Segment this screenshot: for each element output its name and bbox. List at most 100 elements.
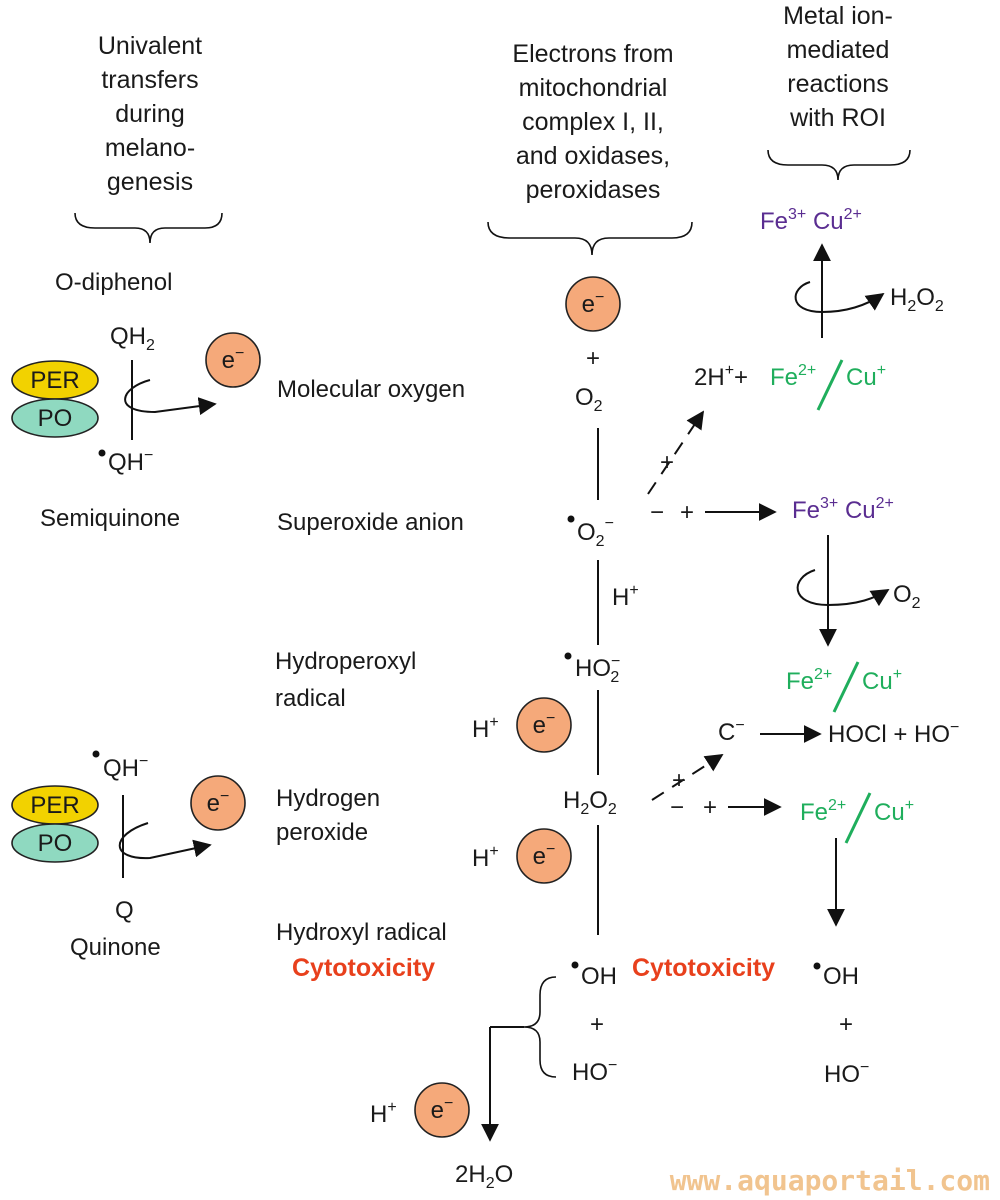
label-hydrogen-2: peroxide bbox=[276, 819, 368, 846]
header-metal-line-4: with ROI bbox=[789, 104, 886, 132]
radical-dot-superoxide bbox=[567, 515, 575, 523]
right-c-minus: C− bbox=[718, 717, 745, 746]
minus-superoxide: − bbox=[650, 499, 664, 526]
electron-center-2-label: e− bbox=[533, 710, 556, 739]
plus-h2o2-up: + bbox=[672, 767, 686, 794]
left-top-curved-arrow bbox=[124, 379, 217, 416]
water-product: 2H2O bbox=[455, 1161, 513, 1192]
center-superoxide: O2− bbox=[577, 515, 614, 550]
electron-water-label: e− bbox=[431, 1095, 454, 1124]
qh-radical-bottom: QH− bbox=[103, 753, 148, 782]
center-ho2: HO−2 bbox=[575, 653, 620, 686]
center-oh: OH bbox=[581, 963, 617, 990]
radical-dot-qh-bottom bbox=[92, 750, 100, 758]
right-2h-plus: 2H++ bbox=[694, 362, 748, 391]
label-hydrogen-1: Hydrogen bbox=[276, 785, 380, 812]
right-cu1-bottom: Cu+ bbox=[874, 797, 914, 826]
center-plus-top: + bbox=[586, 345, 600, 372]
right-oh: OH bbox=[823, 963, 859, 990]
header-electrons-line-5: peroxidases bbox=[526, 176, 661, 204]
header-electrons-line-3: complex I, II, bbox=[522, 108, 664, 136]
header-univalent-line-4: melano- bbox=[105, 134, 195, 162]
brace-products bbox=[523, 976, 557, 1078]
brace-metal bbox=[767, 149, 911, 181]
fe3-cu2-middle: Fe3+ Cu2+ bbox=[792, 495, 894, 524]
per-label-top: PER bbox=[30, 367, 79, 394]
right-fe2-middle: Fe2+ bbox=[786, 666, 832, 695]
radical-dot-oh-center bbox=[571, 961, 579, 969]
right-cu1-middle: Cu+ bbox=[862, 666, 902, 695]
quinone-q: Q bbox=[115, 897, 134, 924]
fe3-cu2-top: Fe3+ Cu2+ bbox=[760, 206, 862, 235]
header-univalent-line-2: transfers bbox=[101, 66, 198, 94]
right-fe2-top: Fe2+ bbox=[770, 362, 816, 391]
water-h-plus: H+ bbox=[370, 1099, 397, 1128]
o-diphenol-label: O-diphenol bbox=[55, 269, 172, 296]
center-plus-oh: + bbox=[590, 1011, 604, 1038]
right-plus-oh: + bbox=[839, 1011, 853, 1038]
center-h-plus-2: H+ bbox=[472, 714, 499, 743]
right-hocl-ho: HOCl + HO− bbox=[828, 719, 959, 748]
radical-dot-oh-right bbox=[813, 962, 821, 970]
electron-left-top bbox=[205, 332, 261, 388]
header-electrons-line-1: Electrons from bbox=[512, 40, 673, 68]
center-h2o2: H2O2 bbox=[563, 787, 617, 818]
header-univalent-line-3: during bbox=[115, 100, 185, 128]
electron-center-3-label: e− bbox=[533, 841, 556, 870]
header-electrons-line-2: mitochondrial bbox=[519, 74, 668, 102]
per-label-bottom: PER bbox=[30, 792, 79, 819]
green-slash-middle bbox=[832, 661, 860, 713]
dashed-arrow-superoxide-up bbox=[647, 410, 705, 495]
curved-arrow-o2 bbox=[796, 569, 890, 607]
header-metal-line-1: Metal ion- bbox=[783, 2, 893, 30]
electron-left-bottom-label: e− bbox=[207, 788, 230, 817]
left-bottom-curved-arrow bbox=[118, 822, 212, 860]
plus-superoxide-right: + bbox=[680, 499, 694, 526]
cytotoxicity-left: Cytotoxicity bbox=[292, 954, 435, 982]
plus-h2o2-right: + bbox=[703, 794, 717, 821]
plus-superoxide-up: + bbox=[660, 449, 674, 476]
right-ho-minus: HO− bbox=[824, 1059, 869, 1088]
center-ho-minus: HO− bbox=[572, 1057, 617, 1086]
label-hydroperoxyl-1: Hydroperoxyl bbox=[275, 648, 416, 675]
header-electrons-line-4: and oxidases, bbox=[516, 142, 670, 170]
curved-arrow-h2o2 bbox=[794, 281, 885, 314]
label-hydroperoxyl-2: radical bbox=[275, 685, 346, 712]
right-o2: O2 bbox=[893, 581, 921, 612]
watermark: www.aquaportail.com bbox=[670, 1164, 990, 1197]
brace-electrons bbox=[487, 221, 693, 256]
brace-univalent bbox=[74, 212, 223, 244]
header-univalent: Univalent transfers during melano- genes… bbox=[74, 32, 223, 244]
center-h-plus-3: H+ bbox=[472, 843, 499, 872]
header-metal-line-3: reactions bbox=[787, 70, 888, 98]
dashed-arrow-h2o2-up bbox=[651, 754, 724, 801]
qh-radical-top: QH− bbox=[108, 447, 153, 476]
electron-water bbox=[414, 1082, 470, 1138]
center-o2: O2 bbox=[575, 384, 603, 415]
label-hydroxyl-radical: Hydroxyl radical bbox=[276, 919, 447, 946]
cytotoxicity-right: Cytotoxicity bbox=[632, 954, 775, 982]
electron-center-top-label: e− bbox=[582, 289, 605, 318]
right-cu1-top: Cu+ bbox=[846, 362, 886, 391]
header-electrons: Electrons from mitochondrial complex I, … bbox=[487, 40, 693, 256]
green-slash-top bbox=[816, 359, 844, 411]
quinone-label: Quinone bbox=[70, 934, 161, 961]
electron-center-2 bbox=[516, 697, 572, 753]
header-univalent-line-5: genesis bbox=[107, 168, 193, 196]
center-h-plus: H+ bbox=[612, 582, 639, 611]
radical-dot-ho2 bbox=[564, 652, 572, 660]
qh2-label: QH2 bbox=[110, 323, 155, 354]
electron-center-3 bbox=[516, 828, 572, 884]
electron-left-bottom bbox=[190, 775, 246, 831]
header-metal-line-2: mediated bbox=[787, 36, 890, 64]
electron-center-top bbox=[565, 276, 621, 332]
header-univalent-line-1: Univalent bbox=[98, 32, 202, 60]
po-label-bottom: PO bbox=[38, 830, 73, 857]
label-molecular-oxygen: Molecular oxygen bbox=[277, 376, 465, 403]
right-fe2-bottom: Fe2+ bbox=[800, 797, 846, 826]
minus-h2o2: − bbox=[670, 794, 684, 821]
po-ellipse-top bbox=[11, 398, 99, 438]
right-h2o2: H2O2 bbox=[890, 284, 944, 315]
